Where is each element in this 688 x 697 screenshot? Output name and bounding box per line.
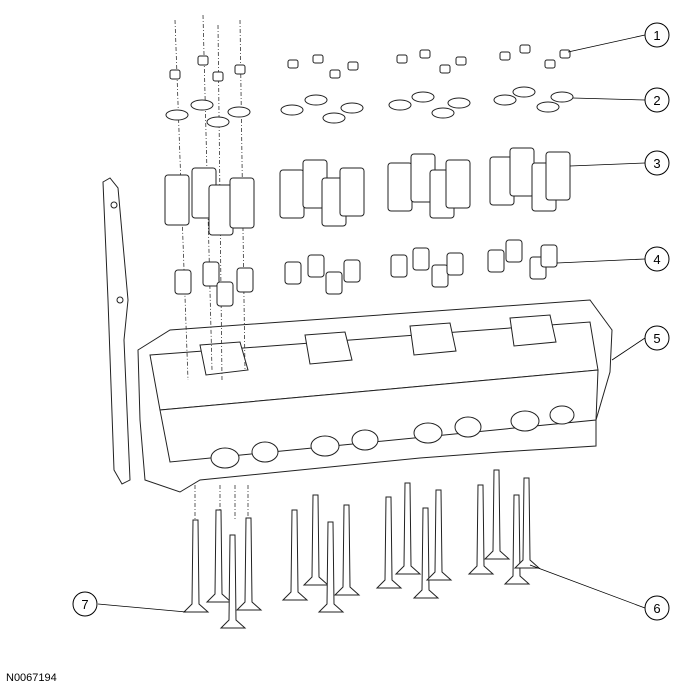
figure-id: N0067194 — [6, 672, 57, 684]
callout-7-label: 7 — [81, 597, 88, 612]
head-gasket-plate — [102, 177, 131, 485]
callout-6: 6 — [644, 595, 670, 621]
callout-1: 1 — [644, 22, 670, 48]
callout-3-label: 3 — [653, 156, 660, 171]
callout-6-label: 6 — [653, 601, 660, 616]
callout-5-label: 5 — [653, 331, 660, 346]
callout-3: 3 — [644, 150, 670, 176]
spring-retainers — [165, 86, 574, 128]
valve-stem-seals — [174, 239, 558, 307]
callout-4-label: 4 — [653, 252, 660, 267]
callout-1-label: 1 — [653, 28, 660, 43]
valve-keepers — [169, 44, 571, 82]
callout-leaders — [97, 34, 646, 613]
valves — [182, 469, 541, 629]
cylinder-head — [137, 299, 613, 493]
callout-2: 2 — [644, 87, 670, 113]
callout-2-label: 2 — [653, 93, 660, 108]
callout-4: 4 — [644, 246, 670, 272]
callout-5: 5 — [644, 325, 670, 351]
valve-springs — [164, 147, 571, 236]
callout-7: 7 — [72, 591, 98, 617]
